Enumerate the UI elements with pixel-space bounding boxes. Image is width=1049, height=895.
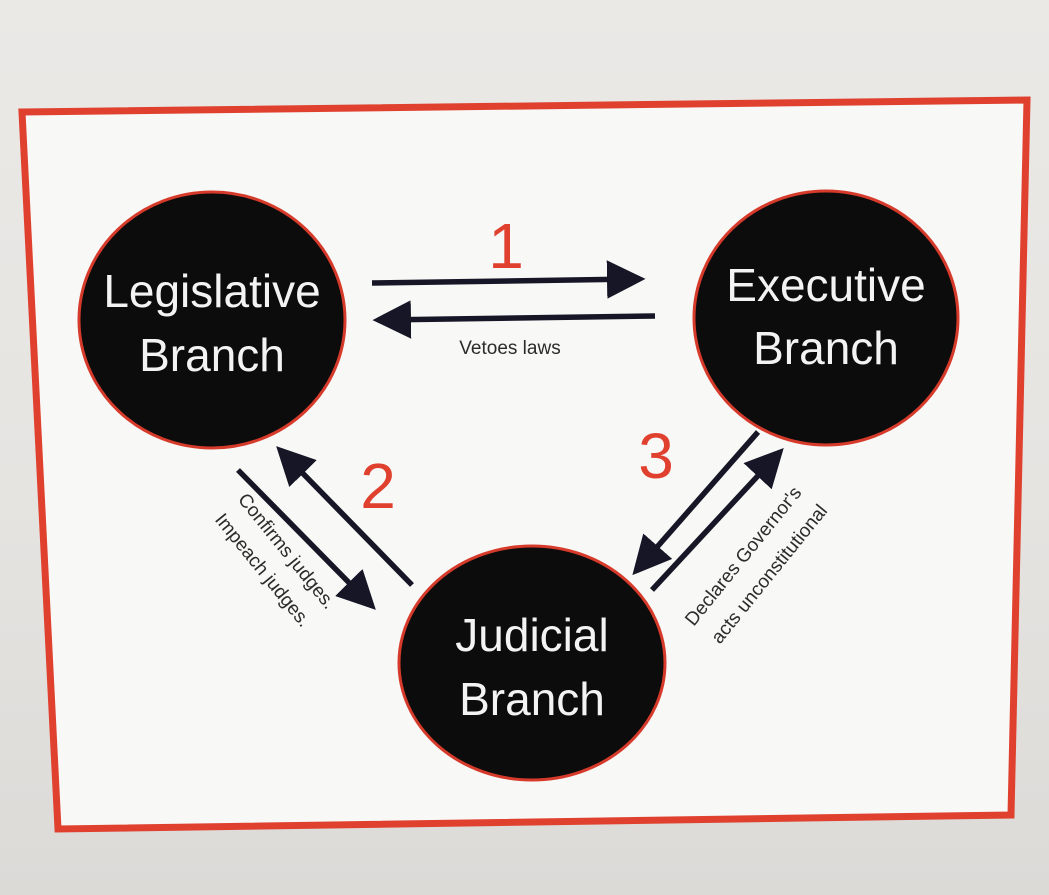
judicial-label-line1: Judicial	[455, 609, 608, 661]
arrow-legislative-to-executive	[371, 260, 646, 299]
number-one: 1	[488, 210, 524, 282]
legislative-circle	[77, 190, 347, 450]
executive-circle	[692, 189, 960, 447]
judicial-label-line2: Branch	[459, 673, 605, 725]
executive-label-line2: Branch	[753, 322, 899, 374]
legislative-label-line1: Legislative	[103, 265, 320, 317]
arrow-executive-to-judicial	[632, 430, 761, 576]
number-three: 3	[638, 420, 674, 492]
legislative-label-line2: Branch	[139, 329, 285, 381]
executive-label-line1: Executive	[726, 259, 925, 311]
judicial-node: Judicial Branch	[397, 544, 667, 782]
arrow-legislative-to-judicial	[236, 468, 376, 610]
legislative-node: Legislative Branch	[77, 190, 347, 450]
vetoes-laws-label: Vetoes laws	[459, 338, 560, 359]
arrow-executive-to-legislative	[372, 300, 656, 339]
arrow-judicial-to-executive	[649, 447, 784, 592]
judicial-circle	[397, 544, 667, 782]
arrow-judicial-to-legislative	[276, 446, 414, 587]
executive-node: Executive Branch	[692, 189, 960, 447]
number-two: 2	[360, 450, 396, 522]
